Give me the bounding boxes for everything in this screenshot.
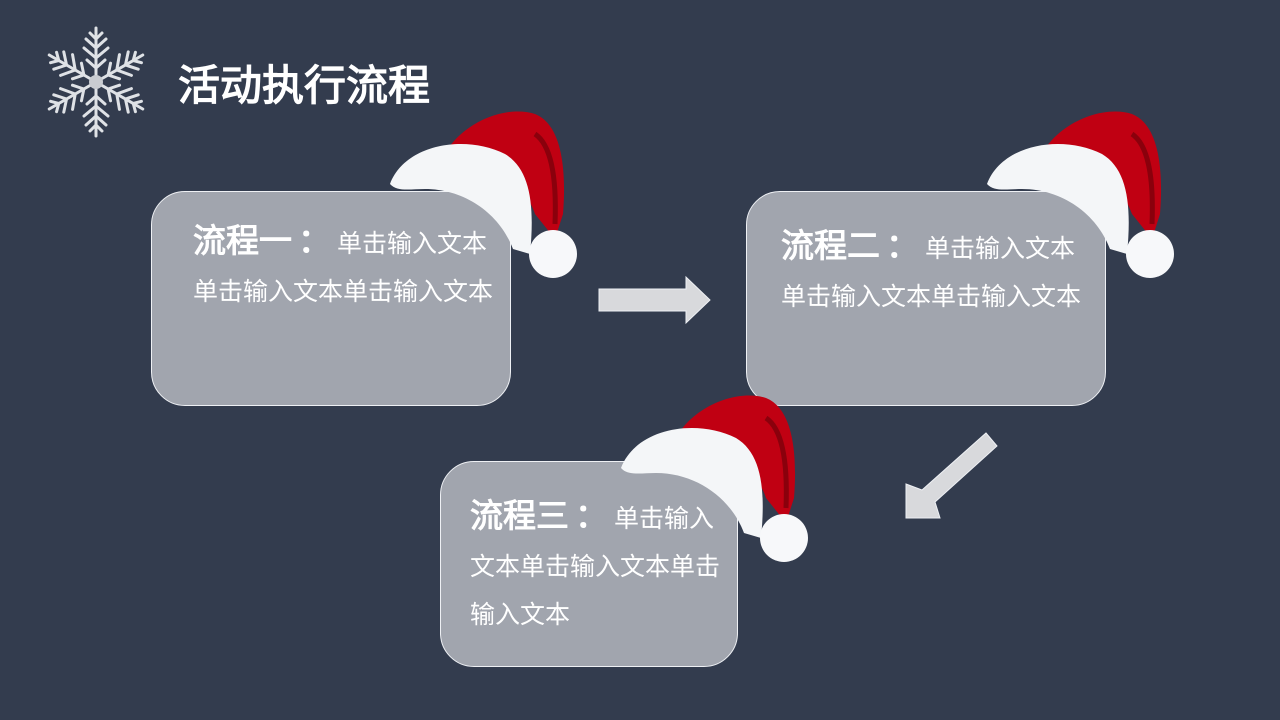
step-body: 单击输入文本单击输入文本单击输入文本 <box>470 504 721 629</box>
step-body: 单击输入文本单击输入文本单击输入文本 <box>193 229 494 306</box>
arrow-right-icon <box>598 275 711 325</box>
step-box-3: 流程三：单击输入文本单击输入文本单击输入文本 <box>440 461 738 667</box>
step-heading: 流程一 <box>193 221 292 260</box>
santa-hat-icon <box>621 395 808 562</box>
snowflake-icon <box>44 26 148 138</box>
step-colon: ： <box>886 226 919 265</box>
arrow-down-left-icon <box>905 432 998 519</box>
step-text: 流程一：单击输入文本单击输入文本单击输入文本 <box>193 217 493 316</box>
page-title: 活动执行流程 <box>178 61 431 110</box>
step-body: 单击输入文本单击输入文本单击输入文本 <box>781 234 1082 311</box>
santa-hat-icon <box>987 111 1174 278</box>
step-heading: 流程三 <box>470 496 569 535</box>
step-box-1: 流程一：单击输入文本单击输入文本单击输入文本 <box>151 191 511 406</box>
step-text: 流程二：单击输入文本单击输入文本单击输入文本 <box>781 222 1081 321</box>
step-heading: 流程二 <box>781 226 880 265</box>
step-colon: ： <box>575 496 608 535</box>
santa-hat-icon <box>390 111 577 278</box>
step-text: 流程三：单击输入文本单击输入文本单击输入文本 <box>470 492 720 639</box>
step-colon: ： <box>298 221 331 260</box>
step-box-2: 流程二：单击输入文本单击输入文本单击输入文本 <box>746 191 1106 406</box>
